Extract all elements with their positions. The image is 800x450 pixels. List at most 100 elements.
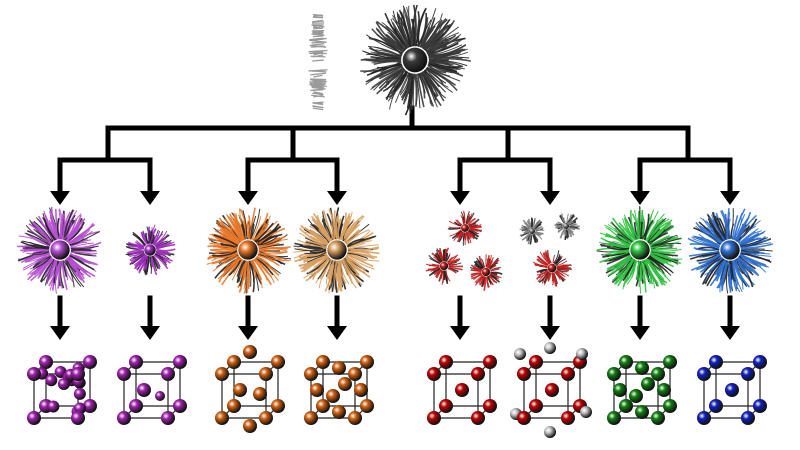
- atom: [83, 399, 97, 413]
- nanoparticle-small: [469, 254, 503, 291]
- lattice-body-centered-cubic: [697, 355, 767, 425]
- arrow-head-icon: [140, 191, 160, 205]
- atom: [338, 377, 352, 391]
- lattice-binary: [510, 342, 592, 438]
- arrow-head-icon: [630, 191, 650, 205]
- atom: [697, 411, 711, 425]
- atom: [529, 399, 543, 413]
- lattice-hexagonal: [117, 355, 187, 425]
- atom: [259, 367, 273, 381]
- atom: [741, 367, 755, 381]
- atom: [517, 367, 531, 381]
- atom: [663, 355, 677, 369]
- atom: [45, 374, 58, 387]
- atom: [57, 378, 70, 391]
- atom: [471, 411, 485, 425]
- atom: [427, 411, 441, 425]
- arrow-head-icon: [630, 326, 650, 340]
- particle-core: [144, 244, 156, 256]
- atom: [348, 367, 362, 381]
- root-particle: [360, 4, 471, 116]
- atom: [161, 411, 175, 425]
- atom: [326, 389, 340, 403]
- atom: [697, 367, 711, 381]
- atom: [243, 345, 257, 359]
- atom: [657, 383, 671, 397]
- atom: [545, 383, 559, 397]
- atom: [173, 399, 187, 413]
- atom: [73, 387, 86, 400]
- particle-core: [439, 261, 449, 271]
- atom: [580, 406, 592, 418]
- arrow-head-icon: [540, 191, 560, 205]
- nanoparticle-small: [532, 249, 572, 287]
- particle-core: [630, 240, 650, 260]
- atom: [253, 387, 267, 401]
- atom: [316, 355, 330, 369]
- arrow-head-icon: [720, 326, 740, 340]
- arrow-head-icon: [327, 191, 347, 205]
- atom: [129, 355, 143, 369]
- arrow-head-icon: [238, 191, 258, 205]
- atom: [529, 355, 543, 369]
- atom: [83, 355, 97, 369]
- atom: [753, 399, 767, 413]
- arrow-head-icon: [238, 326, 258, 340]
- atom: [607, 367, 621, 381]
- arrow-head-icon: [50, 326, 70, 340]
- particle-core: [720, 240, 740, 260]
- atom: [117, 411, 131, 425]
- arrow-head-icon: [450, 326, 470, 340]
- particle-core: [402, 47, 428, 73]
- atom: [709, 355, 723, 369]
- nanoparticle-large: [596, 206, 683, 294]
- atom: [27, 367, 41, 381]
- atom: [271, 355, 285, 369]
- atom: [709, 399, 723, 413]
- root-particle-side-view: [308, 13, 328, 111]
- atom: [725, 383, 739, 397]
- atom: [155, 391, 165, 401]
- atom: [227, 399, 241, 413]
- atom: [427, 367, 441, 381]
- atom: [561, 367, 575, 381]
- arrow-head-icon: [50, 191, 70, 205]
- particle-core: [481, 267, 491, 277]
- atom: [651, 411, 665, 425]
- lattice-hexagonal-close: [215, 345, 285, 433]
- nanoparticle-small: [554, 213, 580, 241]
- particle-core: [461, 224, 469, 232]
- atom: [613, 383, 627, 397]
- atom: [348, 411, 362, 425]
- atom: [607, 411, 621, 425]
- lattice-cubic-face: [304, 355, 374, 425]
- arrow-head-icon: [540, 326, 560, 340]
- nanoparticle-large: [293, 207, 380, 294]
- atom: [227, 355, 241, 369]
- atom: [332, 361, 346, 375]
- atom: [651, 367, 665, 381]
- atom: [514, 348, 526, 360]
- atom: [316, 399, 330, 413]
- atom: [259, 411, 273, 425]
- atom: [544, 342, 556, 354]
- lattice-body-centered: [427, 355, 497, 425]
- atom: [517, 411, 531, 425]
- atom: [576, 348, 588, 360]
- atom: [471, 367, 485, 381]
- atom: [619, 355, 633, 369]
- nanoparticle-small: [519, 217, 545, 245]
- nanoparticle-large: [687, 208, 773, 294]
- atom: [304, 411, 318, 425]
- atom: [47, 400, 60, 413]
- atom: [360, 399, 374, 413]
- atom: [71, 411, 85, 425]
- nanoparticle-small: [125, 224, 176, 276]
- particle-core: [547, 263, 557, 273]
- atom: [544, 426, 556, 438]
- particle-core: [528, 227, 536, 235]
- atom: [271, 399, 285, 413]
- lattice-face-centered: [607, 355, 677, 425]
